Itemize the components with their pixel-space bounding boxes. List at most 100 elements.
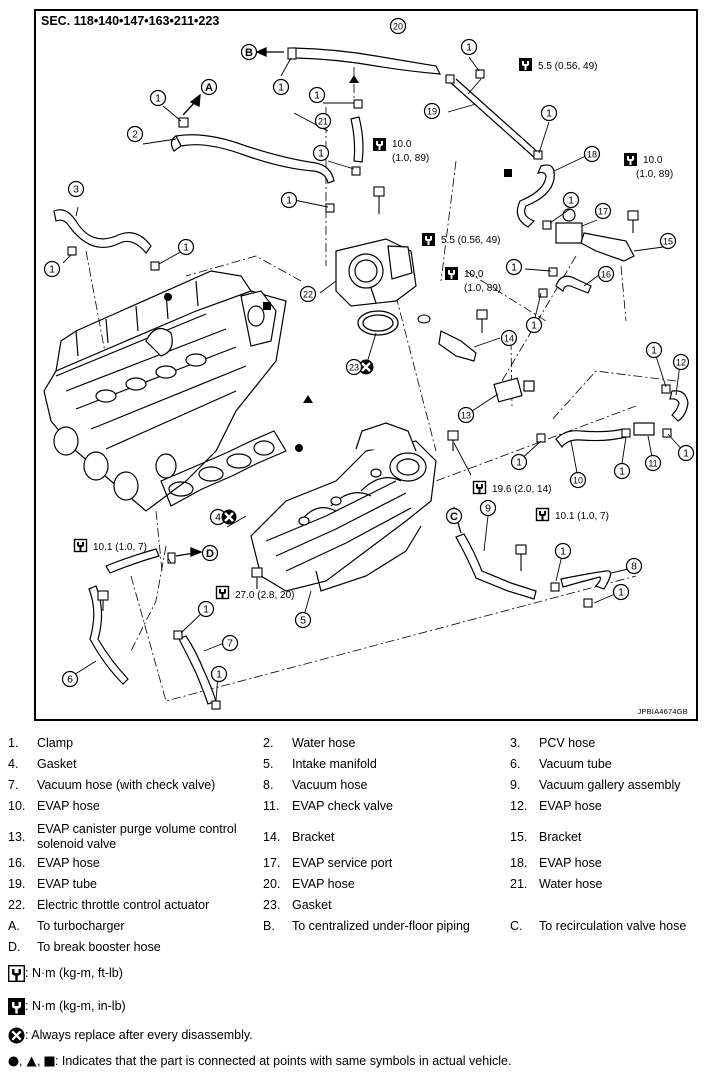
callout-7: 7 [221,634,239,652]
legend-item-text: Vacuum gallery assembly [539,778,681,792]
torque-spec-t7: 19.6 (2.0, 14) [492,484,551,495]
callout-1-label: 1 [155,93,161,105]
legend-item-number: D. [8,940,21,954]
torque-inlb-icon [8,998,25,1015]
callout-1: 1 [612,583,630,601]
torque-ftlb-icon [535,507,550,522]
legend-item: 7.Vacuum hose (with check valve) [8,778,253,794]
legend-item-text: EVAP hose [539,856,602,870]
always-replace-icon [8,1027,25,1044]
callout-1-label: 1 [651,345,657,357]
legend-item-text: EVAP hose [37,856,100,870]
legend-item-number: 1. [8,736,19,750]
callout-1: 1 [197,600,215,618]
callout-1: 1 [554,542,572,560]
callout-1-label: 1 [183,242,189,254]
legend-item-text: PCV hose [539,736,596,750]
callout-B: B [240,43,258,61]
callout-1-label: 1 [511,262,517,274]
symbol-separator-1: , [19,1054,23,1068]
torque-spec-t8: 27.0 (2.8, 20) [235,590,294,601]
legend-item: D. To break booster hose [8,940,253,956]
callout-D-label: D [206,548,214,560]
legend-item: 8.Vacuum hose [263,778,508,794]
legend-item-number: 16. [8,856,26,870]
square-symbol-icon [44,1056,55,1067]
legend-item: 14.Bracket [263,830,508,846]
callout-15: 15 [659,232,677,250]
callout-5: 5 [294,611,312,629]
callout-16-label: 16 [601,270,611,280]
callout-B-label: B [245,47,253,59]
torque-inlb-icon [445,267,458,280]
legend-item-text: EVAP hose [37,799,100,813]
callout-14-label: 14 [504,334,514,344]
legend-item-number: 12. [510,799,528,813]
torque-spec-t5a: 10.0 [464,269,484,280]
torque-inlb-icon [373,138,386,151]
callout-9-label: 9 [485,503,491,515]
torque-ftlb-icon [215,585,230,600]
legend-item-number: 13. [8,830,26,844]
legend-item-text: EVAP tube [37,877,97,891]
note-symbols: , , : Indicates that the part is connect… [8,1054,511,1068]
legend-item-text: EVAP hose [539,799,602,813]
callout-5-label: 5 [300,615,306,627]
legend-item: B.To centralized under-floor piping [263,919,508,935]
callout-1-label: 1 [203,604,209,616]
callout-1-label: 1 [318,148,324,160]
legend-item: 1.Clamp [8,736,253,752]
legend-item: 6.Vacuum tube [510,757,706,773]
legend-item: 19.EVAP tube [8,877,253,893]
legend-item-text: To centralized under-floor piping [292,919,470,933]
torque-inlb-icon [422,233,435,246]
legend-item-number: 22. [8,898,26,912]
note-symbols-text: : Indicates that the part is connected a… [54,1054,512,1068]
callout-22: 22 [299,285,317,303]
legend-item-number: 23. [263,898,281,912]
legend-item-number: 21. [510,877,528,891]
legend-item-text: Electric throttle control actuator [37,898,210,912]
legend-item: 13. EVAP canister purge volume control so… [8,822,253,854]
legend-item-number: 4. [8,757,19,771]
torque-spec-t3a: 10.0 [643,155,663,166]
torque-ftlb-icon [472,480,487,495]
callout-1-label: 1 [314,90,320,102]
callout-22-label: 22 [303,290,313,300]
callout-1-label: 1 [278,82,284,94]
callout-3: 3 [67,180,85,198]
callout-1-label: 1 [516,457,522,469]
legend-item-text: Water hose [539,877,603,891]
legend-item-text: Water hose [292,736,356,750]
torque-spec-t1: 5.5 (0.56, 49) [538,61,597,72]
legend-item-number: 7. [8,778,19,792]
legend-item-number: 5. [263,757,274,771]
callout-6: 6 [61,670,79,688]
legend-item-number: C. [510,919,523,933]
callout-18-label: 18 [587,150,597,160]
note-unit-inlb-text: : N·m (kg-m, in-lb) [25,998,126,1013]
legend-item-number: 17. [263,856,281,870]
callout-19-label: 19 [427,107,437,117]
callout-20-label: 20 [393,22,403,32]
legend-item: 21. Water hose [510,877,706,893]
callout-1: 1 [272,78,290,96]
note-unit-ftlb: : N·m (kg-m, ft-lb) [8,965,123,982]
callout-3-label: 3 [73,184,79,196]
callout-1-label: 1 [619,466,625,478]
circle-symbol-icon [8,1056,19,1067]
legend-item-text: To break booster hose [37,940,161,954]
callout-12: 12 [672,353,690,371]
callout-1-label: 1 [216,669,222,681]
callout-D: D [201,544,219,562]
legend-item-text: EVAP service port [292,856,393,870]
legend-item: 20.EVAP hose [263,877,508,893]
note-replace: : Always replace after every disassembly… [8,1027,253,1044]
legend-item-text: Intake manifold [292,757,377,771]
legend-item-number: 14. [263,830,281,844]
legend-item-text: EVAP canister purge volume control solen… [37,822,237,851]
exploded-view-drawing: 1111111111111111111123456789101112131415… [43,17,695,710]
callout-1: 1 [460,38,478,56]
legend-item: 15.Bracket [510,830,706,846]
